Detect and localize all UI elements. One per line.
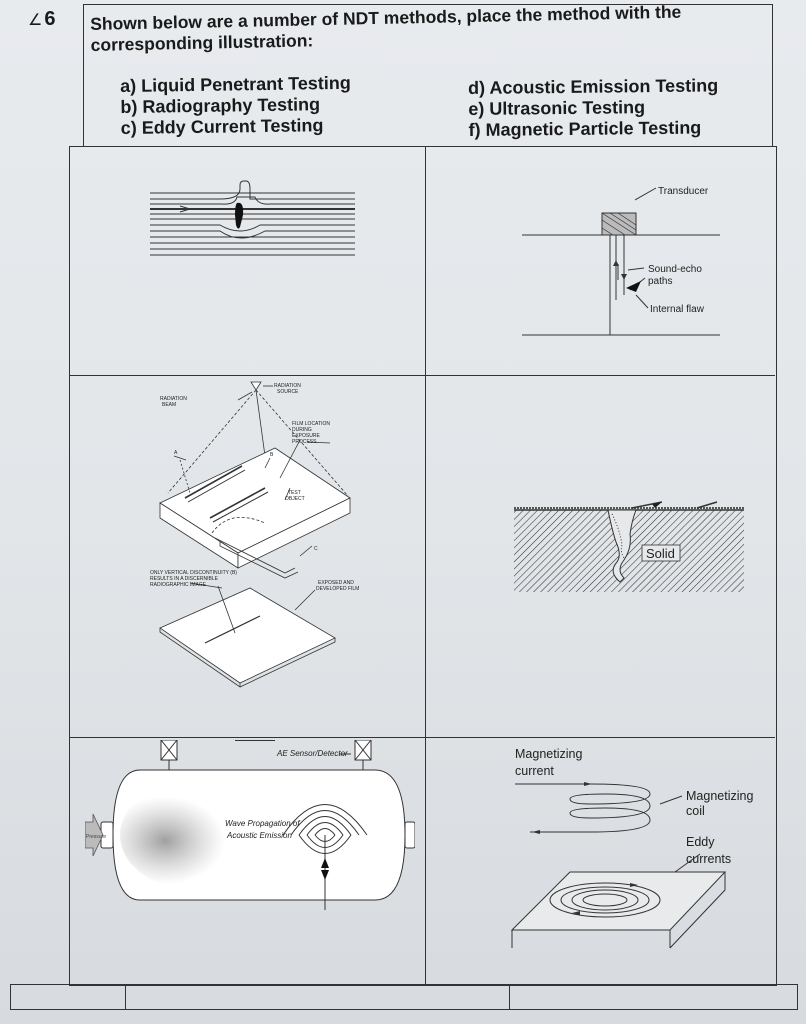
option-c: c) Eddy Current Testing [120,115,324,138]
label-only-vertical-2: RESULTS IN A DISCERNIBLE [150,576,219,582]
option-e: e) Ultrasonic Testing [468,97,646,119]
illustration-penetrant: Solid [512,500,747,595]
label-magnetizing-current-1: Magnetizing [515,747,582,761]
illustration-radiography: RADIATION SOURCE RADIATION BEAM FILM LOC… [130,378,380,698]
label-pressure: Pressure [86,834,106,840]
eddy-current-drawing: Magnetizing current Magnetizing coil Edd… [510,747,753,949]
label-sound-echo-1: Sound-echo [648,264,702,275]
answer-footer-row [10,984,798,1010]
label-internal-flaw: Internal flaw [650,304,705,315]
label-transducer: Transducer [658,186,709,197]
grid-divider-vertical [425,146,426,984]
option-d: d) Acoustic Emission Testing [468,75,719,98]
label-a: A [174,450,178,456]
question-number-text: 6 [44,8,56,30]
label-exposed-film-2: DEVELOPED FILM [316,586,359,592]
footer-divider-1 [125,985,126,1009]
label-magnetizing-coil-1: Magnetizing [686,789,753,803]
label-film-location-1: FILM LOCATION [292,421,330,427]
label-magnetizing-current-2: current [515,764,554,778]
label-b: B [270,452,274,458]
label-wave-1: Wave Propagation of [225,819,300,828]
acoustic-emission-drawing: Pressure AE Sensor/Detector Wave Propaga… [85,740,415,910]
label-wave-2: Acoustic Emission [226,831,292,840]
label-only-vertical-1: ONLY VERTICAL DISCONTINUITY (B) [150,570,237,576]
radiography-drawing: RADIATION SOURCE RADIATION BEAM FILM LOC… [150,381,359,688]
label-test-object-2: OBJECT [285,496,305,502]
magnetic-flux-drawing [150,180,355,256]
option-f: f) Magnetic Particle Testing [468,117,702,140]
label-eddy-currents-1: Eddy [686,835,715,849]
label-radiation-source-2: SOURCE [277,389,299,395]
label-film-location-3: EXPOSURE [292,433,320,439]
label-radiation-beam-1: RADIATION [160,396,187,402]
check-mark-icon: ∠ [28,12,43,29]
options-right-column: d) Acoustic Emission Testing e) Ultrason… [468,75,719,141]
label-solid: Solid [646,546,675,561]
penetrant-drawing: Solid [514,501,744,592]
question-number: ∠6 [28,8,55,31]
illustration-eddy-current: Magnetizing current Magnetizing coil Edd… [510,742,772,952]
label-sound-echo-2: paths [648,276,672,287]
illustration-ultrasonic: Transducer Sound-echo paths Internal fla… [510,180,740,345]
label-eddy-currents-2: currents [686,852,731,866]
label-only-vertical-3: RADIOGRAPHIC IMAGE [150,582,207,588]
label-radiation-beam-2: BEAM [162,402,176,408]
label-magnetizing-coil-2: coil [686,804,705,818]
illustration-acoustic-emission: Pressure AE Sensor/Detector Wave Propaga… [85,740,415,910]
label-c: C [314,546,318,552]
label-ae-sensor: AE Sensor/Detector [276,749,348,758]
question-header-box [83,4,773,147]
label-film-location-4: PROCESS [292,439,317,445]
illustration-magnetic-flux [140,175,365,265]
options-left-column: a) Liquid Penetrant Testing b) Radiograp… [120,73,352,139]
grid-divider-row2 [69,737,775,738]
illustration-grid [69,146,777,986]
footer-divider-2 [509,985,510,1009]
label-film-location-2: DURING [292,427,312,433]
label-test-object-1: TEST [288,490,301,496]
label-radiation-source-1: RADIATION [274,383,301,389]
grid-divider-row1 [69,375,775,376]
ultrasonic-drawing: Transducer Sound-echo paths Internal fla… [522,186,720,336]
label-exposed-film-1: EXPOSED AND [318,580,354,586]
